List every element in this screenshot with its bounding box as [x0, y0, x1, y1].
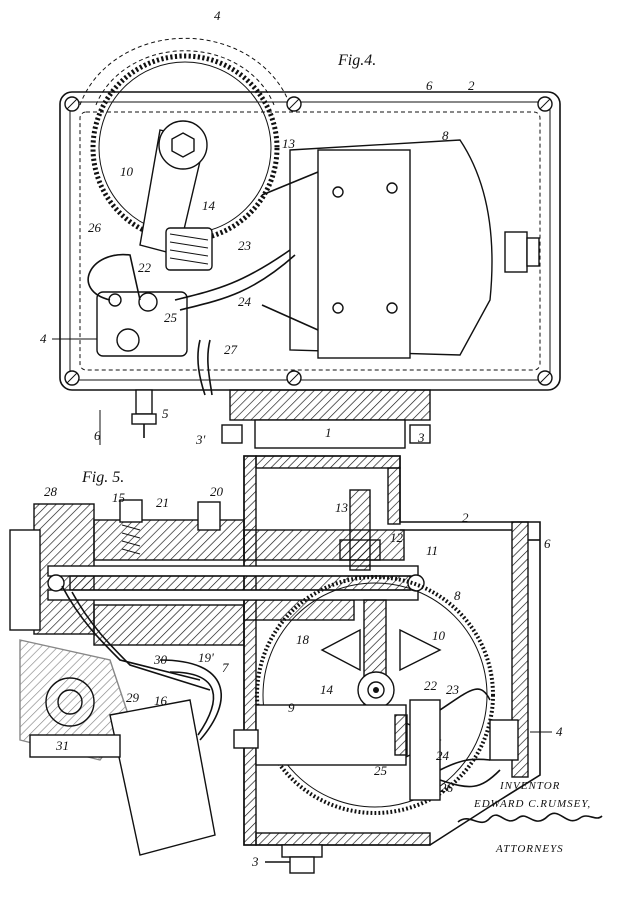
fig5-title: Fig. 5. [81, 469, 124, 486]
ref5-4: 4 [556, 724, 563, 739]
ref-23: 23 [238, 238, 252, 253]
ref-2: 2 [468, 78, 475, 93]
ref5-28: 28 [44, 484, 58, 499]
ref-8: 8 [442, 128, 449, 143]
worm-screw [166, 228, 212, 270]
ref-3-prime: 3' [195, 432, 206, 447]
ref5-12: 12 [390, 530, 404, 545]
ref5-24: 24 [436, 748, 450, 763]
ref5-14: 14 [320, 682, 334, 697]
bottom-parts [132, 390, 430, 448]
ref5-18: 18 [296, 632, 310, 647]
ref-5: 5 [162, 406, 169, 421]
casing-step-wall [388, 468, 400, 524]
figure-4: Fig.4. [40, 8, 560, 448]
motor-end [395, 715, 407, 755]
fig4-title: Fig.4. [337, 52, 376, 69]
ref-10: 10 [120, 164, 134, 179]
motor-cylinder [256, 705, 406, 765]
ref5-6: 6 [544, 536, 551, 551]
bolt-left [234, 730, 258, 748]
ref5-22: 22 [424, 678, 438, 693]
inventor-name: EDWARD C.RUMSEY, [473, 798, 591, 810]
casing-bottom-wall [256, 833, 430, 845]
ref5-11: 11 [426, 543, 438, 558]
ref-14: 14 [202, 198, 216, 213]
ref5-29: 29 [126, 690, 140, 705]
ref-26: 26 [88, 220, 102, 235]
ref5-23: 23 [446, 682, 460, 697]
figure-5: Fig. 5. [10, 456, 563, 873]
signature-block: INVENTOR EDWARD C.RUMSEY, ATTORNEYS [458, 780, 602, 855]
attorneys-label: ATTORNEYS [495, 843, 564, 855]
ref-1: 1 [325, 425, 332, 440]
ref5-15: 15 [112, 490, 126, 505]
ref5-2: 2 [462, 510, 469, 525]
bottom-stud [265, 845, 322, 873]
ref-25: 25 [164, 310, 178, 325]
inventor-label: INVENTOR [499, 780, 560, 792]
motor [262, 140, 539, 358]
ref5-3: 3 [251, 854, 259, 869]
ref-13: 13 [282, 136, 296, 151]
ref5-30: 30 [153, 652, 168, 667]
ref-4-top: 4 [214, 8, 221, 23]
gear-inner-dashed [96, 51, 274, 105]
ref5-21: 21 [156, 495, 169, 510]
ref5-10: 10 [432, 628, 446, 643]
ref5-16: 16 [154, 693, 168, 708]
ref5-19: 19' [198, 650, 214, 665]
ref-22: 22 [138, 260, 152, 275]
lever-hub [340, 540, 380, 560]
casing-top-wall [256, 456, 400, 468]
ref5-7: 7 [222, 660, 229, 675]
ref-27: 27 [224, 342, 238, 357]
ref5-31: 31 [55, 738, 69, 753]
ref5-26: 26 [440, 780, 454, 795]
ref-6: 6 [426, 78, 433, 93]
ref-3: 3 [417, 430, 425, 445]
ref5-8: 8 [454, 588, 461, 603]
ref5-13: 13 [335, 500, 349, 515]
switch-assembly [88, 250, 295, 395]
casing-left-wall [244, 456, 256, 845]
ref5-9: 9 [288, 700, 295, 715]
ref5-20: 20 [210, 484, 224, 499]
attorney-signature [458, 813, 602, 822]
ref5-25: 25 [374, 763, 388, 778]
ref-24: 24 [238, 294, 252, 309]
ref-4-switch: 4 [40, 331, 47, 346]
